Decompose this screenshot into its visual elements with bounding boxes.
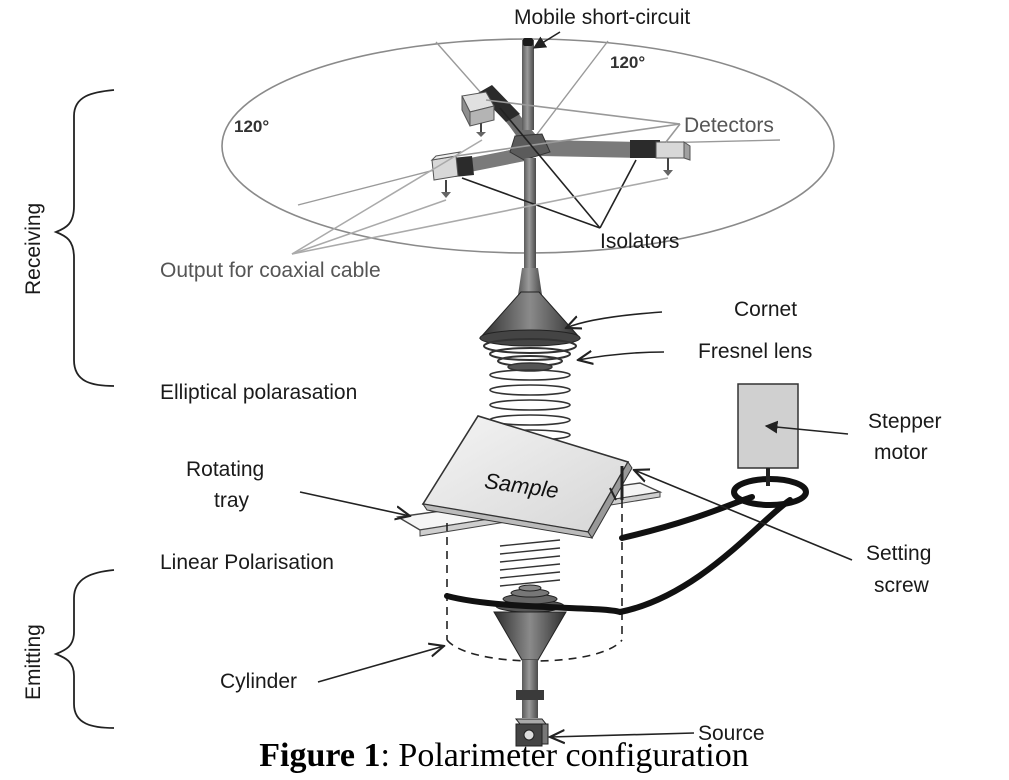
label-stepper-motor-line2: motor [874,441,928,464]
label-rotating-tray-line2: tray [214,489,250,512]
label-receiving: Receiving [22,203,45,295]
emitting-bracket [53,569,115,729]
label-fresnel-lens: Fresnel lens [698,340,812,363]
label-angle-left: 120° [234,117,269,136]
label-linear-polarisation: Linear Polarisation [160,551,334,574]
label-source: Source [698,722,765,745]
fresnel-lens [483,338,577,372]
label-detectors: Detectors [684,114,774,137]
label-mobile-short-circuit: Mobile short-circuit [514,6,690,29]
emitter-horn [493,611,567,718]
sample-plate [421,415,633,539]
label-setting-screw-line2: screw [874,574,930,597]
figure-caption: Figure 1: Polarimeter configuration [259,737,748,774]
label-cylinder: Cylinder [220,670,297,693]
leader-lines [291,31,853,737]
label-emitting: Emitting [22,624,45,700]
source-box [514,718,549,747]
label-angle-top: 120° [610,53,645,72]
label-output-coaxial: Output for coaxial cable [160,259,381,282]
label-elliptical-polarisation: Elliptical polarasation [160,381,357,404]
detector-left [430,151,462,198]
linear-polarisation-lines [499,539,561,587]
label-setting-screw-line1: Setting [866,542,931,565]
label-rotating-tray-line1: Rotating [186,458,264,481]
detector-right [655,141,691,176]
caption-prefix: Figure 1 [259,737,380,774]
receiving-bracket [53,89,115,387]
label-isolators: Isolators [600,230,679,253]
cornet [478,291,582,347]
caption-rest: : Polarimeter configuration [380,737,748,774]
cylinder [446,500,623,662]
label-cornet: Cornet [734,298,797,321]
mobile-short-circuit-mast [518,38,542,295]
stepper-motor [737,383,799,486]
detector-upper-left [461,91,495,137]
label-stepper-motor-line1: Stepper [868,410,942,433]
